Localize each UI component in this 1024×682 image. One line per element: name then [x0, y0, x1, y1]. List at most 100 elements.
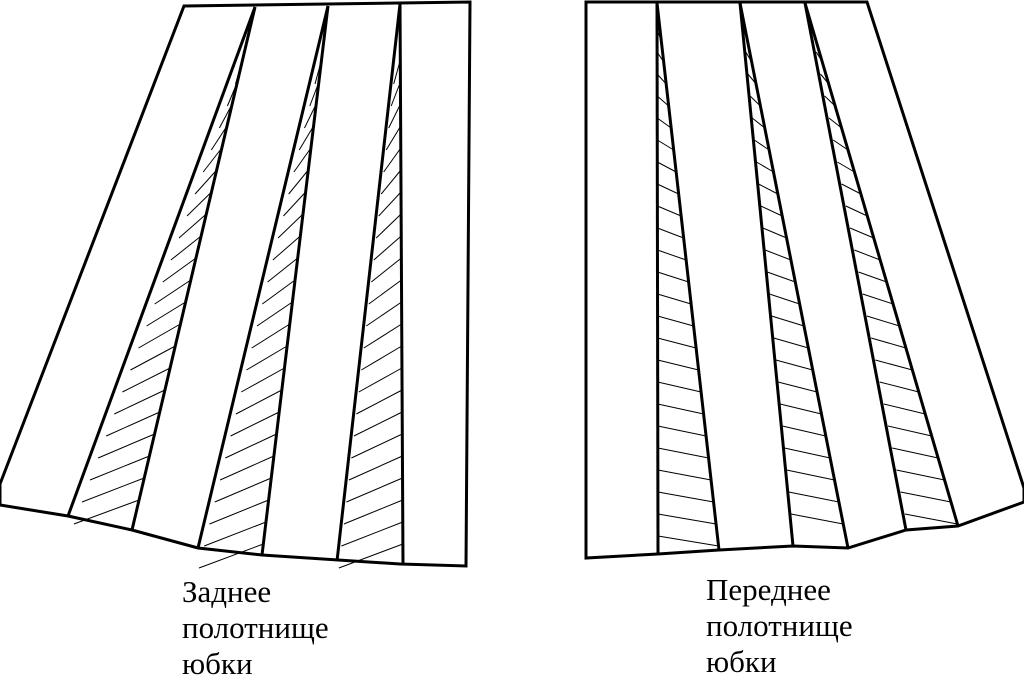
- hatch-line: [879, 381, 919, 393]
- hatch-line: [887, 425, 932, 437]
- hatch-line: [378, 191, 402, 217]
- hatch-line: [390, 81, 401, 107]
- hatch-line: [751, 117, 766, 129]
- hatch-line: [841, 183, 862, 195]
- front-seam-2b: [738, 2, 850, 549]
- back-seam-1b: [130, 6, 257, 531]
- hatch-line: [775, 359, 813, 371]
- hatch-line: [97, 433, 155, 459]
- hatch-line: [256, 301, 293, 327]
- hatch-line: [858, 271, 887, 283]
- hatch-line: [89, 455, 150, 481]
- hatch-line: [230, 411, 280, 437]
- back-seam-1a: [66, 6, 257, 517]
- back-seam-3b: [398, 3, 405, 565]
- hatch-line: [767, 271, 796, 283]
- back-panel-seams: [66, 3, 405, 565]
- hatch-line: [845, 205, 868, 217]
- hatch-line: [892, 447, 939, 459]
- back-seam-3a: [335, 3, 402, 562]
- hatch-line: [771, 315, 805, 327]
- front-seam-3a: [803, 2, 908, 531]
- hatch-line: [773, 337, 809, 349]
- hatch-line: [361, 345, 403, 371]
- hatch-line: [760, 205, 783, 217]
- hatch-line: [204, 521, 267, 547]
- hatch-line: [657, 491, 714, 503]
- front-panel-hatching: [656, 29, 958, 547]
- hatch-line: [353, 411, 403, 437]
- hatch-line: [904, 513, 958, 525]
- hatch-line: [758, 183, 779, 195]
- hatch-line: [870, 337, 907, 349]
- hatch-line: [784, 447, 831, 459]
- hatch-line: [246, 345, 288, 371]
- hatch-line: [338, 543, 404, 569]
- hatch-line: [288, 169, 309, 195]
- hatch-line: [277, 213, 304, 239]
- front-panel-outline: [584, 0, 1024, 560]
- hatch-line: [385, 125, 402, 151]
- back-panel-hatching: [73, 59, 404, 569]
- hatch-line: [272, 235, 301, 261]
- hatch-line: [769, 293, 800, 305]
- hatch-line: [370, 257, 402, 283]
- hatch-line: [875, 359, 913, 371]
- back-panel-caption: Заднее полотнище юбки: [182, 574, 329, 682]
- hatch-line: [210, 125, 228, 151]
- hatch-line: [762, 227, 787, 239]
- hatch-line: [866, 315, 900, 327]
- hatch-line: [657, 359, 699, 371]
- hatch-line: [105, 411, 161, 437]
- hatch-line: [756, 161, 774, 173]
- hatch-line: [779, 403, 822, 415]
- hatch-line: [777, 381, 818, 393]
- front-seam-1a: [655, 2, 660, 555]
- hatch-line: [383, 147, 402, 173]
- front-seam-1b: [655, 2, 721, 551]
- hatch-line: [368, 279, 402, 305]
- hatch-line: [837, 161, 855, 173]
- hatch-line: [900, 491, 952, 503]
- hatch-line: [657, 425, 707, 437]
- hatch-line: [267, 257, 299, 283]
- hatch-line: [251, 323, 291, 349]
- front-panel-caption: Переднее полотнище юбки: [706, 572, 853, 680]
- hatch-line: [235, 389, 283, 415]
- caption-line: юбки: [182, 646, 253, 681]
- hatch-line: [130, 345, 176, 371]
- hatch-line: [170, 235, 202, 261]
- hatch-line: [225, 433, 277, 459]
- hatch-line: [219, 455, 275, 481]
- hatch-line: [146, 301, 186, 327]
- hatch-line: [341, 521, 403, 547]
- hatch-line: [657, 139, 674, 151]
- hatch-line: [782, 425, 826, 437]
- front-seam-2a: [738, 2, 795, 547]
- caption-line: Переднее: [706, 572, 831, 607]
- hatch-line: [786, 469, 835, 481]
- hatch-line: [375, 213, 402, 239]
- hatch-line: [896, 469, 945, 481]
- hatch-line: [240, 367, 285, 393]
- hatch-line: [849, 227, 874, 239]
- caption-line: полотнище: [706, 608, 853, 643]
- hatch-line: [657, 249, 687, 261]
- hatch-line: [209, 499, 269, 525]
- hatch-line: [351, 433, 403, 459]
- hatch-line: [656, 95, 670, 107]
- hatch-line: [293, 147, 312, 173]
- hatch-line: [657, 293, 692, 305]
- hatch-line: [657, 227, 684, 239]
- hatch-line: [754, 139, 770, 151]
- hatch-line: [283, 191, 306, 217]
- front-skirt-panel: [584, 0, 1024, 560]
- hatch-line: [657, 469, 712, 481]
- hatch-line: [657, 381, 702, 393]
- hatch-line: [202, 147, 223, 173]
- hatch-line: [828, 117, 842, 129]
- hatch-line: [198, 543, 264, 569]
- hatch-line: [363, 323, 402, 349]
- hatch-line: [348, 455, 403, 481]
- hatch-line: [138, 323, 181, 349]
